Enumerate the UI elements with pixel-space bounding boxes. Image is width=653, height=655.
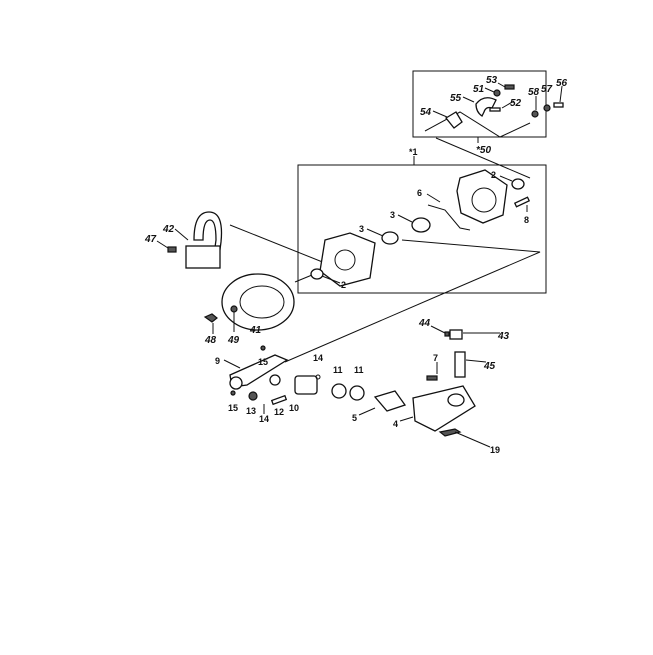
subassembly-50-box	[412, 70, 547, 138]
label-15-bottom: 15	[228, 403, 238, 413]
label-41: 41	[249, 325, 262, 336]
label-43: 43	[497, 331, 510, 342]
label-8: 8	[524, 215, 529, 225]
label-49: 49	[227, 335, 240, 346]
label-2-top: 2	[491, 170, 496, 180]
label-52: 52	[510, 98, 522, 109]
label-9: 9	[215, 356, 220, 366]
label-47: 47	[144, 234, 157, 245]
label-1: *1	[409, 147, 418, 157]
label-5: 5	[352, 413, 357, 423]
label-19: 19	[490, 445, 500, 455]
coil-flywheel-parts	[167, 211, 295, 332]
ignition-parts	[445, 84, 564, 129]
label-42: 42	[162, 224, 175, 235]
label-7: 7	[433, 353, 438, 363]
label-14-bottom: 14	[259, 414, 269, 424]
crankshaft-piston-parts	[229, 345, 365, 406]
label-44: 44	[418, 318, 431, 329]
label-51: 51	[473, 84, 485, 95]
label-10: 10	[289, 403, 299, 413]
label-13: 13	[246, 406, 256, 416]
alignment-lines	[229, 111, 541, 363]
label-6: 6	[417, 188, 422, 198]
label-12: 12	[274, 407, 284, 417]
cylinder-parts	[373, 329, 476, 437]
label-57: 57	[541, 84, 553, 95]
label-4: 4	[393, 419, 398, 429]
label-11-a: 11	[333, 365, 343, 375]
label-55: 55	[450, 93, 462, 104]
label-48: 48	[204, 335, 217, 346]
part-labels: 53 51 55 52 54 58 57 56 *50 *1 2 6 8 3 3…	[144, 75, 568, 455]
label-56: 56	[556, 78, 568, 89]
label-15-top: 15	[258, 357, 268, 367]
crankcase-assembly-box	[297, 164, 547, 294]
label-50: *50	[476, 145, 491, 156]
leader-lines	[156, 82, 563, 448]
crankcase-parts	[310, 169, 531, 287]
label-2-bottom: 2	[341, 280, 346, 290]
label-11-b: 11	[354, 365, 364, 375]
label-45: 45	[483, 361, 496, 372]
label-58: 58	[528, 87, 540, 98]
label-54: 54	[420, 107, 432, 118]
label-53: 53	[486, 75, 498, 86]
label-3-a: 3	[390, 210, 395, 220]
label-3-b: 3	[359, 224, 364, 234]
label-14-top: 14	[313, 353, 323, 363]
